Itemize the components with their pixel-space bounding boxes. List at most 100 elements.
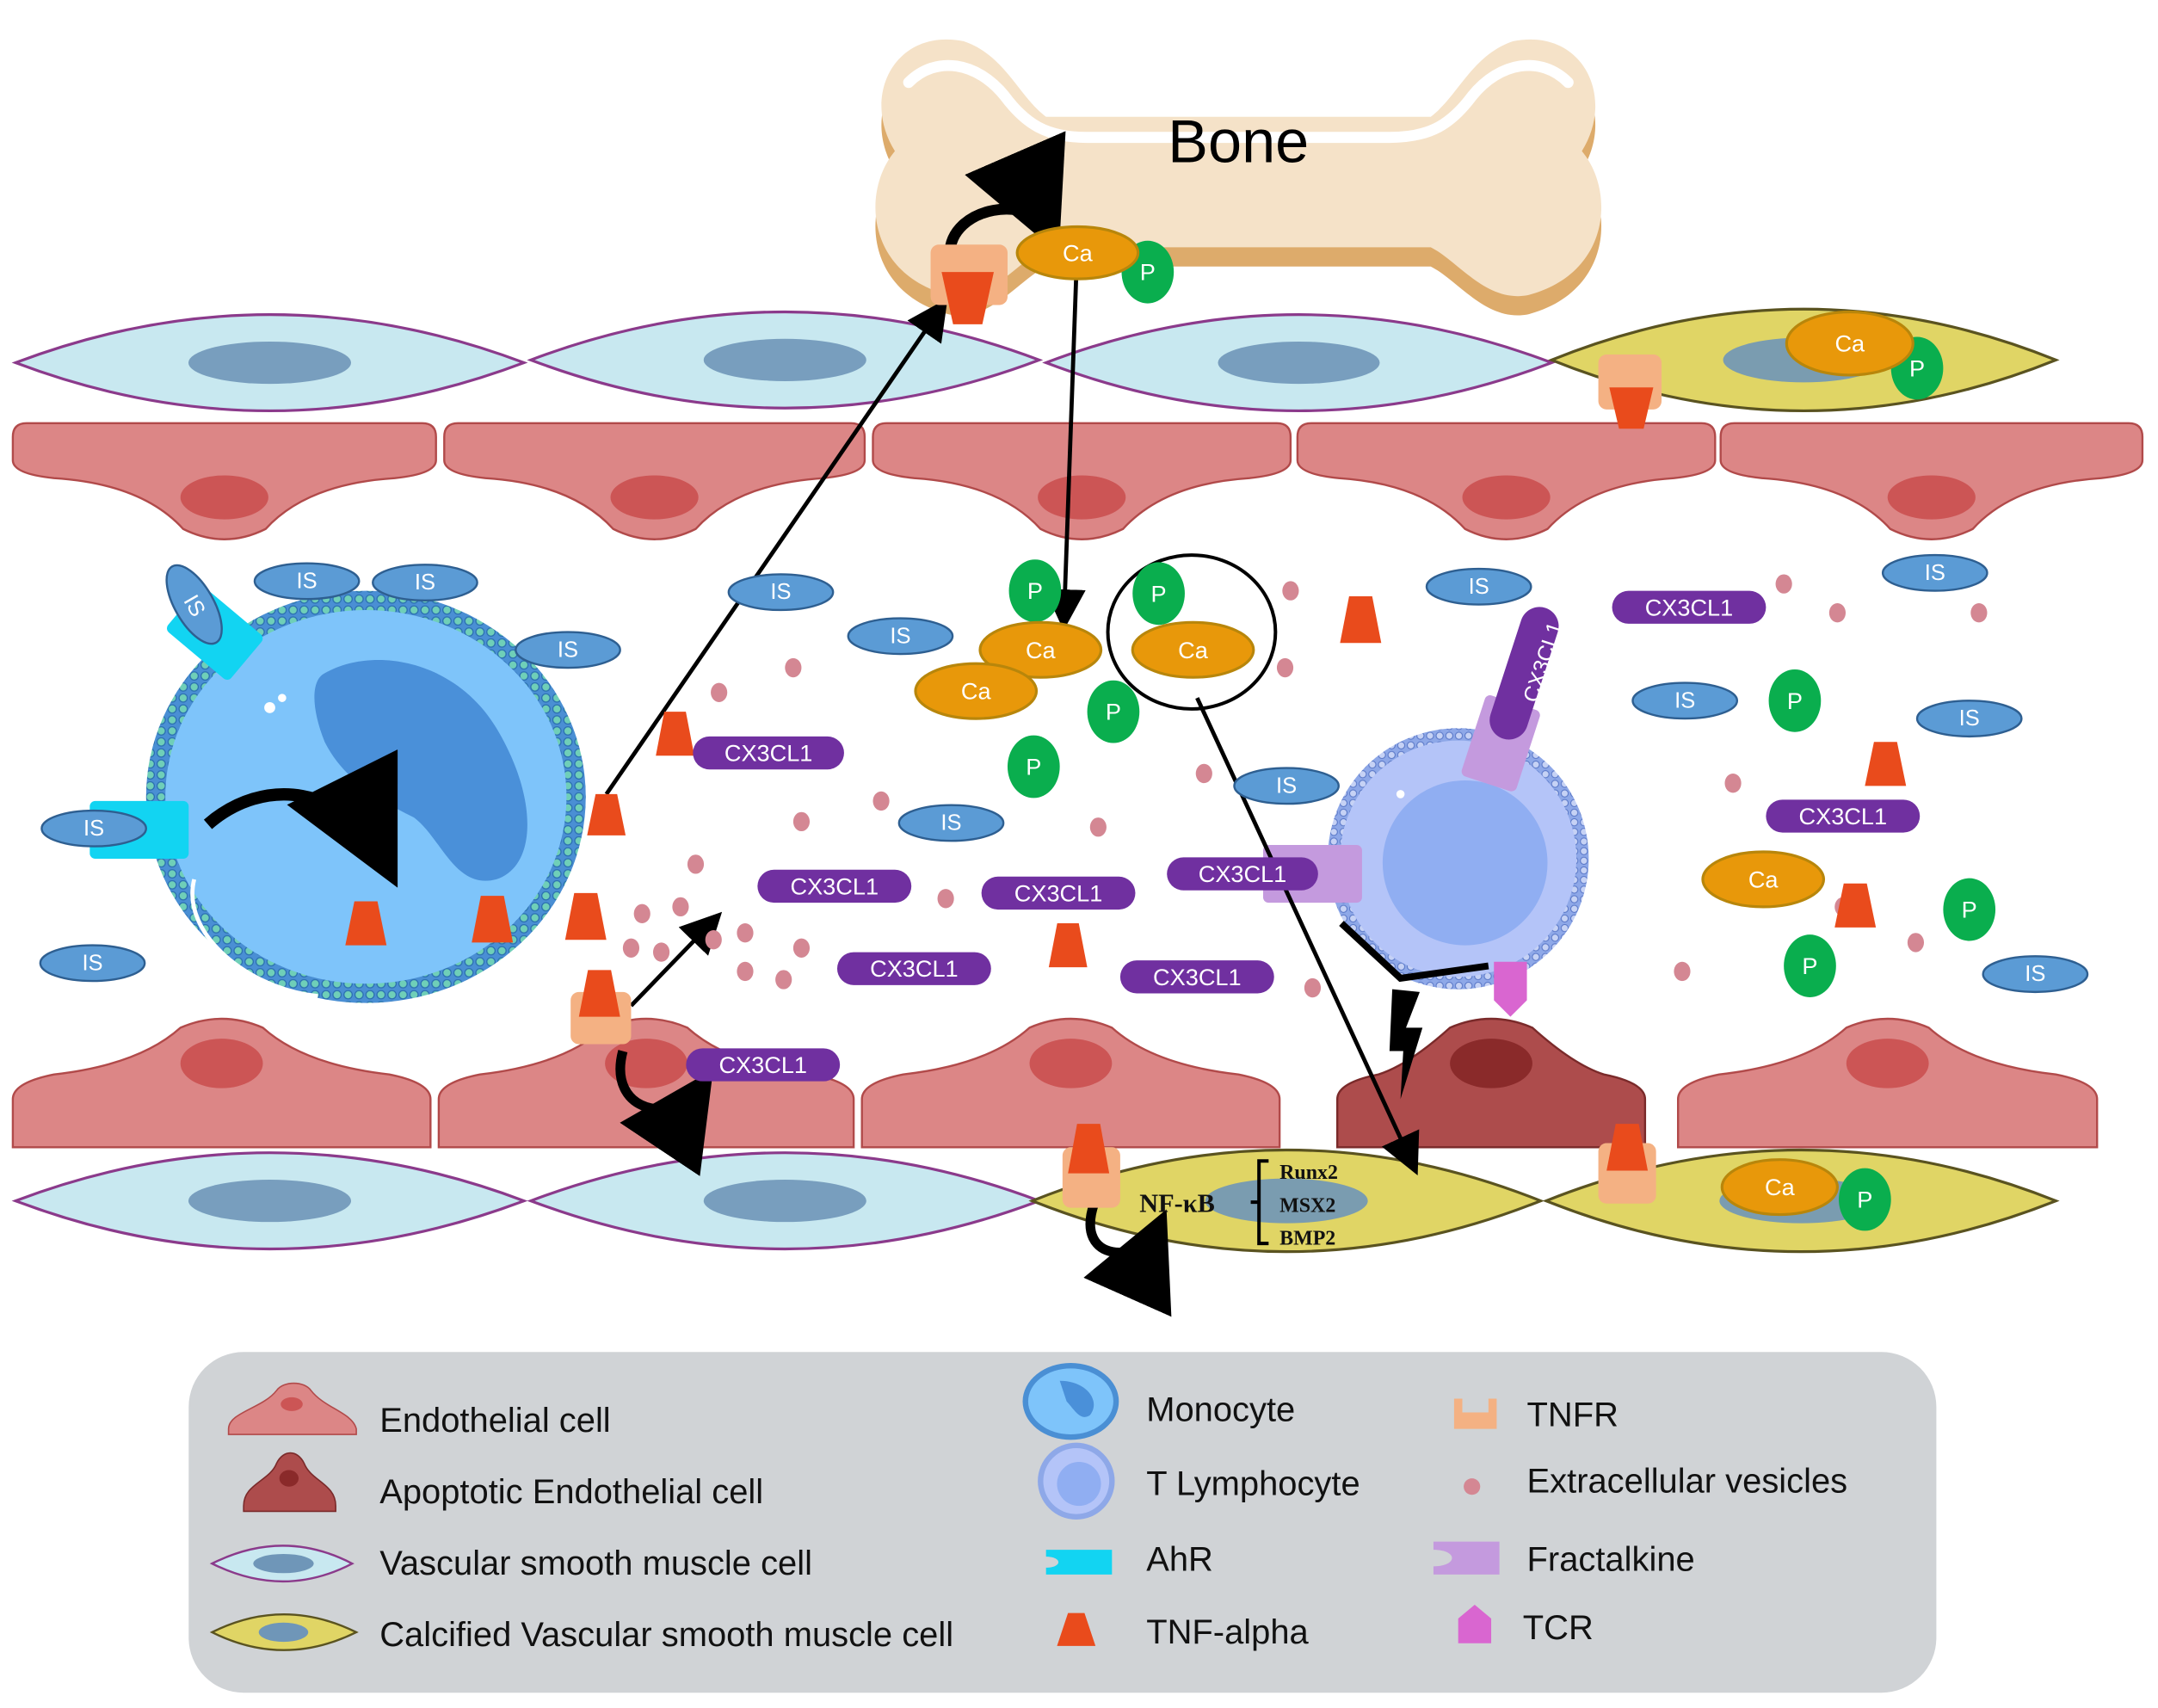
arrow-to-bone-icon xyxy=(604,298,948,796)
cell-nucleus xyxy=(1887,475,1976,520)
cx3cl1-label: CX3CL1 xyxy=(1014,879,1103,906)
legend-label-extracellular-vesicles: Extracellular vesicles xyxy=(1527,1462,1848,1500)
is-molecule: IS xyxy=(253,562,361,601)
cx3cl1-shape xyxy=(1612,590,1766,624)
ca-shape xyxy=(1015,225,1140,281)
extracellular-vesicle xyxy=(792,811,811,832)
extracellular-vesicles xyxy=(622,574,1988,998)
is-molecule: IS xyxy=(1915,700,2023,738)
endothelial-cell xyxy=(1676,1017,2099,1149)
is-label: IS xyxy=(558,638,578,662)
calcified-vsmc-icon xyxy=(209,1613,359,1651)
calcium-molecule: Ca xyxy=(1015,225,1140,281)
vascular-smooth-muscle-cell xyxy=(1042,313,1556,412)
phosphate-molecule: P xyxy=(1768,669,1822,732)
endothelial-cell xyxy=(11,422,437,540)
extracellular-vesicle xyxy=(653,942,670,962)
tnf-alpha-molecules xyxy=(345,272,1907,1174)
cx3cl1-shape xyxy=(836,952,991,985)
monocyte xyxy=(145,590,586,1003)
is-label: IS xyxy=(890,624,910,648)
extracellular-vesicle-icon xyxy=(1464,1478,1481,1495)
cell-nucleus xyxy=(180,1039,263,1088)
cell-nucleus xyxy=(1218,341,1380,385)
vascular-smooth-muscle-cell xyxy=(527,1151,1044,1250)
p-shape xyxy=(1132,562,1185,626)
legend-label-tcr: TCR xyxy=(1523,1609,1594,1647)
nfkb-curved-arrow-icon xyxy=(1083,1201,1172,1317)
tnf-alpha-icon xyxy=(472,896,514,943)
cell-nucleus xyxy=(188,341,352,385)
is-shape xyxy=(253,562,361,601)
is-molecule: IS xyxy=(515,631,621,669)
cx3cl1-label: CX3CL1 xyxy=(724,740,813,767)
is-molecule: IS xyxy=(1233,767,1340,805)
is-label: IS xyxy=(1469,575,1489,599)
extracellular-vesicle xyxy=(687,854,705,874)
p-shape xyxy=(1087,680,1140,743)
is-shape xyxy=(372,564,478,601)
p-label: P xyxy=(1140,259,1156,286)
ca-shape xyxy=(978,620,1103,679)
endothelial-cell xyxy=(860,1017,1281,1149)
legend-label-apoptotic-endothelial-cell: Apoptotic Endothelial cell xyxy=(379,1473,763,1511)
is-label: IS xyxy=(297,569,318,593)
cx3cl1-shape xyxy=(1766,799,1921,833)
p-shape xyxy=(1943,878,1996,941)
extracellular-vesicle xyxy=(785,657,802,678)
tnf-alpha-icon xyxy=(1609,387,1654,429)
cell-nucleus xyxy=(1462,475,1551,520)
endothelial-cell xyxy=(11,1017,432,1149)
endothelial-cell xyxy=(1296,422,1717,540)
is-shape xyxy=(847,617,954,656)
is-shape xyxy=(1631,681,1739,720)
cx3cl1-molecule: CX3CL1 xyxy=(1766,799,1921,833)
is-shape xyxy=(1425,567,1532,606)
is-label: IS xyxy=(770,580,791,604)
is-shape xyxy=(1881,553,1988,592)
is-shape xyxy=(727,573,835,612)
calcium-molecule: Ca xyxy=(1720,1158,1840,1217)
legend: Endothelial cell Apoptotic Endothelial c… xyxy=(188,1352,1937,1693)
extracellular-vesicle xyxy=(1282,581,1299,601)
tnf-alpha-icon xyxy=(941,272,994,324)
cx3cl1-label: CX3CL1 xyxy=(1799,803,1888,829)
extracellular-vesicle xyxy=(1775,574,1792,594)
endothelial-curved-arrow-icon xyxy=(615,1050,713,1176)
calcium-molecule: Ca xyxy=(1131,620,1255,679)
tnf-alpha-icon xyxy=(1340,596,1382,644)
monocyte-highlight xyxy=(190,879,318,999)
legend-label-endothelial-cell: Endothelial cell xyxy=(379,1402,610,1440)
arrow-to-vesicles-icon xyxy=(629,911,723,1008)
cx3cl1-shape xyxy=(1167,857,1318,891)
extracellular-vesicle xyxy=(1674,961,1691,982)
p-shape xyxy=(1008,559,1062,623)
is-molecule-bound xyxy=(165,564,223,645)
lightning-icon xyxy=(1389,989,1423,1100)
cx3cl1-label: CX3CL1 xyxy=(791,872,879,899)
is-molecule: IS xyxy=(40,809,147,848)
extracellular-vesicle xyxy=(1907,933,1925,953)
cx3cl1-label: CX3CL1 xyxy=(1645,594,1734,620)
ca-label: Ca xyxy=(1765,1174,1796,1200)
tcr-icon xyxy=(1494,961,1527,1017)
extracellular-vesicle xyxy=(775,970,792,990)
tnf-alpha-icon xyxy=(1834,883,1877,928)
is-label: IS xyxy=(82,951,102,975)
endothelial-cell-icon xyxy=(227,1382,357,1435)
cx3cl1-bound-ligand xyxy=(1489,607,1559,740)
cx3cl1-molecule: CX3CL1 xyxy=(1119,960,1274,994)
monocyte-nucleus xyxy=(314,659,527,881)
p-shape xyxy=(1007,735,1060,799)
p-shape xyxy=(1839,1168,1891,1231)
is-label: IS xyxy=(2025,962,2045,986)
tnf-alpha-icon xyxy=(656,712,694,756)
nfkb-label: NF-κB xyxy=(1139,1188,1215,1218)
cell-nucleus xyxy=(1038,475,1126,520)
extracellular-vesicle xyxy=(1828,602,1846,623)
calcium-molecule: Ca xyxy=(1701,850,1826,909)
cx3cl1-molecule: CX3CL1 xyxy=(981,876,1136,910)
legend-label-tnf-alpha: TNF-alpha xyxy=(1146,1613,1309,1651)
bone-label: Bone xyxy=(1168,107,1309,175)
